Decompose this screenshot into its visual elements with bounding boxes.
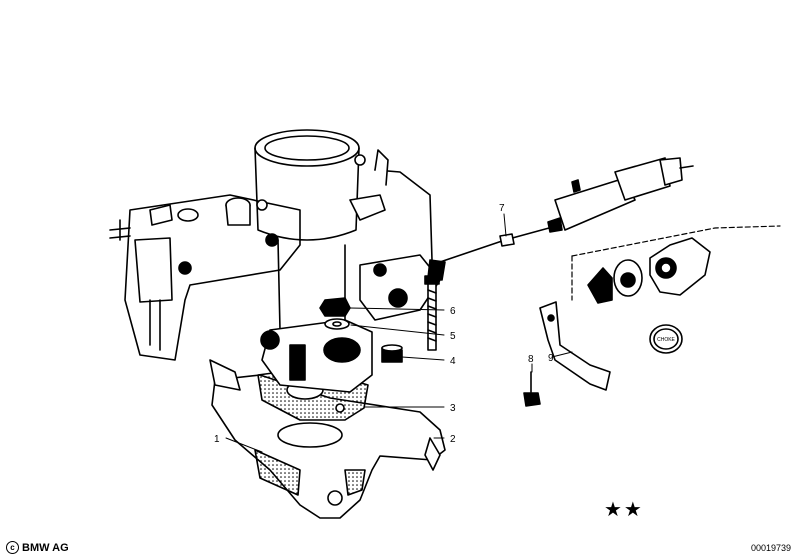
callout-5: 5: [450, 331, 456, 342]
callout-2: 2: [450, 434, 456, 445]
callout-9: 9: [548, 353, 554, 364]
callout-labels: 1 2 3 4 5 6 7 8 9 CHOKE: [214, 203, 676, 445]
copyright-icon: c: [6, 541, 19, 554]
choke-linkage: [359, 149, 446, 321]
callout-8: 8: [528, 354, 534, 365]
choke-cable: [439, 157, 694, 263]
stars-marker: ★★: [604, 497, 644, 521]
carburetor-throat: [254, 129, 386, 341]
lever-bracket: [539, 301, 611, 391]
carburetor-body: [109, 194, 301, 391]
callout-6: 6: [450, 306, 456, 317]
choke-label-disk: [649, 324, 683, 354]
subassembly-boundary: [571, 225, 781, 257]
nut-and-washer: [319, 297, 351, 330]
throttle-housing: [260, 319, 373, 393]
leader-lines: [225, 213, 573, 453]
callout-3: 3: [450, 403, 456, 414]
callout-4: 4: [450, 356, 456, 367]
callout-7: 7: [499, 203, 505, 214]
choke-label-text: CHOKE: [657, 337, 675, 343]
bushing: [381, 344, 403, 363]
brand-name: BMW AG: [22, 541, 69, 554]
screw: [523, 371, 541, 407]
callout-1: 1: [214, 434, 220, 445]
diagram-number: 00019739: [750, 543, 791, 553]
choke-knob-parts: [587, 237, 711, 304]
copyright-notice: c BMW AG: [6, 541, 69, 554]
